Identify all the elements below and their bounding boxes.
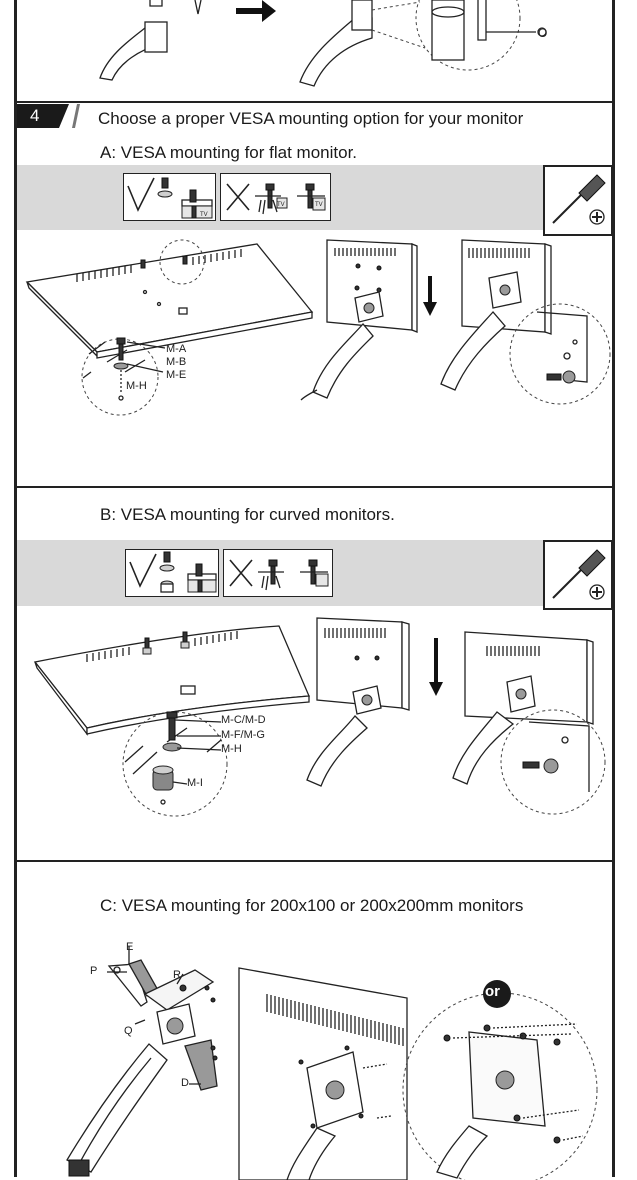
section-a-heading: A: VESA mounting for flat monitor. bbox=[100, 143, 358, 162]
step-number: 4 bbox=[30, 106, 40, 125]
step-badge bbox=[17, 104, 80, 128]
incorrect-mount-box-b bbox=[223, 549, 333, 597]
flat-monitor-illustration bbox=[25, 239, 611, 416]
tv-label: TV bbox=[200, 212, 208, 218]
or-label: or bbox=[485, 983, 500, 1000]
divider bbox=[14, 486, 615, 488]
divider bbox=[14, 101, 615, 103]
phillips-head-icon bbox=[589, 584, 605, 600]
correct-mount-box-b bbox=[125, 549, 219, 597]
check-icon bbox=[127, 177, 155, 212]
arrow-down-icon bbox=[423, 276, 437, 316]
screwdriver-icon bbox=[552, 549, 606, 600]
part-label-a1: M-A bbox=[166, 343, 187, 355]
part-label-a3: M-E bbox=[166, 369, 187, 381]
top-illustration bbox=[99, 0, 547, 87]
callout-o: O bbox=[538, 26, 548, 40]
part-label-c-r: R bbox=[173, 969, 181, 981]
arrow-down-icon bbox=[429, 638, 443, 696]
part-label-a2: M-B bbox=[166, 356, 187, 368]
screwdriver-icon bbox=[552, 174, 606, 225]
screwdriver-box-b bbox=[543, 540, 613, 610]
svg-text:TV: TV bbox=[315, 202, 323, 208]
step-title: Choose a proper VESA mounting option for… bbox=[98, 109, 524, 128]
page-frame bbox=[14, 0, 615, 1177]
arrow-right-icon bbox=[236, 0, 276, 22]
section-b-heading: B: VESA mounting for curved monitors. bbox=[100, 505, 395, 524]
incorrect-mount-box: TV TV bbox=[220, 173, 331, 221]
svg-text:TV: TV bbox=[277, 202, 285, 208]
correct-mount-box: TV bbox=[123, 173, 216, 221]
curved-monitor-illustration bbox=[33, 617, 606, 817]
part-label-b2: M-F/M-G bbox=[221, 729, 265, 741]
part-label-b1: M-C/M-D bbox=[221, 714, 266, 726]
screwdriver-box-a bbox=[543, 165, 613, 236]
part-label-b4: M-I bbox=[187, 777, 203, 789]
check-icon bbox=[129, 553, 157, 588]
part-label-c-p: P bbox=[90, 965, 98, 977]
or-badge bbox=[483, 980, 511, 1008]
part-label-b3: M-H bbox=[221, 743, 242, 755]
section-c-heading: C: VESA mounting for 200x100 or 200x200m… bbox=[100, 896, 524, 915]
part-label-c-q: Q bbox=[124, 1025, 133, 1037]
vesa-adapter-illustration bbox=[66, 946, 598, 1180]
part-label-a4: M-H bbox=[126, 380, 147, 392]
part-label-c-d: D bbox=[181, 1077, 189, 1089]
divider bbox=[14, 860, 615, 862]
phillips-head-icon bbox=[589, 209, 605, 225]
cross-icon bbox=[226, 183, 250, 211]
part-label-c-e: E bbox=[126, 941, 134, 953]
cross-icon bbox=[229, 559, 253, 587]
